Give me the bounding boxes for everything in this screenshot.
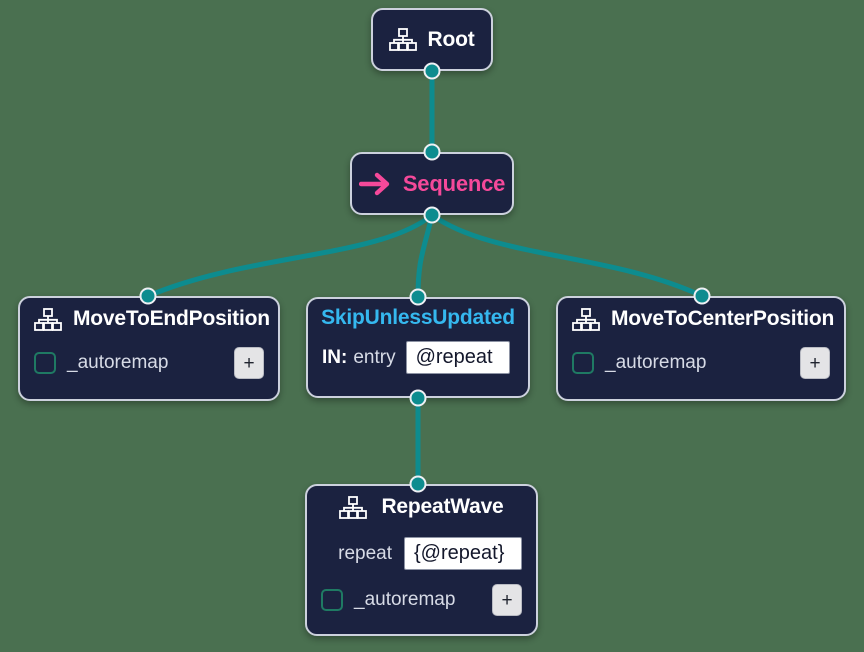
edge-sequence-movetoend xyxy=(147,213,434,299)
sitemap-icon xyxy=(339,495,368,519)
autoremap-checkbox[interactable] xyxy=(34,352,56,374)
autoremap-checkbox[interactable] xyxy=(572,352,594,374)
node-sequence-title: Sequence xyxy=(402,170,506,196)
autoremap-label: _autoremap xyxy=(67,352,169,373)
node-repeat-wave[interactable]: RepeatWave repeat {@repeat} _autoremap + xyxy=(305,484,538,636)
node-move-to-end-position[interactable]: MoveToEndPosition _autoremap + xyxy=(18,296,280,401)
arrow-right-icon xyxy=(358,172,390,195)
port-root-out[interactable] xyxy=(423,62,441,80)
port-name-label: entry xyxy=(353,346,396,368)
node-move-to-center-position-title: MoveToCenterPosition xyxy=(611,307,835,330)
port-move-to-end-position-in[interactable] xyxy=(139,287,157,305)
repeat-label: repeat xyxy=(338,542,392,564)
node-move-to-end-position-title: MoveToEndPosition xyxy=(73,307,270,330)
node-move-to-center-position[interactable]: MoveToCenterPosition _autoremap + xyxy=(556,296,846,401)
port-direction-label: IN: xyxy=(322,346,348,368)
sitemap-icon xyxy=(572,307,600,331)
node-repeat-wave-title: RepeatWave xyxy=(381,495,504,518)
add-port-button[interactable]: + xyxy=(234,347,264,379)
node-skip-unless-updated[interactable]: SkipUnlessUpdated IN: entry @repeat xyxy=(306,297,530,398)
autoremap-checkbox[interactable] xyxy=(321,589,343,611)
repeat-value-input[interactable]: {@repeat} xyxy=(404,537,522,570)
port-sequence-in[interactable] xyxy=(423,143,441,161)
sitemap-icon xyxy=(34,307,62,331)
add-port-button[interactable]: + xyxy=(800,347,830,379)
add-port-button[interactable]: + xyxy=(492,584,522,616)
autoremap-label: _autoremap xyxy=(354,589,456,610)
edge-sequence-skipunlessupdated xyxy=(415,214,435,298)
edge-sequence-movetocenter xyxy=(430,212,704,299)
node-root[interactable]: Root xyxy=(371,8,493,71)
port-skip-unless-updated-out[interactable] xyxy=(409,389,427,407)
node-skip-unless-updated-title: SkipUnlessUpdated xyxy=(321,306,515,329)
node-root-title: Root xyxy=(427,27,475,51)
entry-value-input[interactable]: @repeat xyxy=(405,341,510,374)
sitemap-icon xyxy=(389,28,418,51)
port-move-to-center-position-in[interactable] xyxy=(693,287,711,305)
port-repeat-wave-in[interactable] xyxy=(409,475,427,493)
autoremap-label: _autoremap xyxy=(605,352,707,373)
port-skip-unless-updated-in[interactable] xyxy=(409,288,427,306)
port-sequence-out[interactable] xyxy=(423,206,441,224)
